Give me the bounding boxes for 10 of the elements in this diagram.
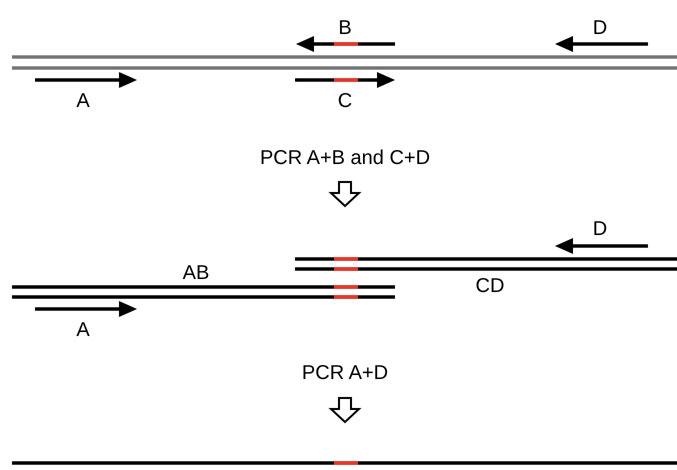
- primer-label: D: [592, 18, 608, 38]
- step-label: PCR A+D: [302, 363, 388, 383]
- product-label: AB: [182, 263, 210, 283]
- product-label: CD: [476, 276, 504, 296]
- primer-label: A: [76, 320, 90, 340]
- primer-label: A: [76, 91, 90, 111]
- primer-label: D: [592, 219, 608, 239]
- step-label: PCR A+B and C+D: [260, 148, 430, 168]
- primer-label: C: [338, 91, 352, 111]
- primer-label: B: [338, 18, 352, 38]
